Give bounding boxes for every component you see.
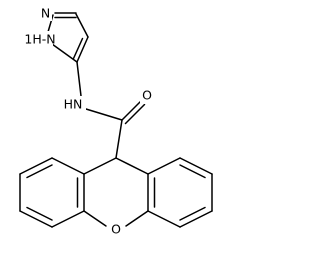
- bond: [26, 164, 53, 179]
- atom-label-xanthene-o: O: [111, 222, 121, 237]
- bond: [115, 157, 149, 175]
- bond: [121, 100, 142, 121]
- bond: [147, 210, 181, 228]
- bond: [51, 157, 85, 175]
- atom-label-carbonyl-o: O: [142, 88, 152, 103]
- bond: [115, 119, 123, 159]
- bond: [124, 103, 146, 125]
- right-benzene-ring: [147, 157, 213, 228]
- bond: [72, 37, 84, 60]
- bond: [75, 13, 89, 38]
- atom-label-amide-nh: HN: [64, 97, 83, 112]
- bond: [26, 206, 53, 221]
- bond: [76, 61, 82, 97]
- bond: [179, 210, 213, 228]
- bond: [85, 108, 123, 121]
- bond: [76, 36, 89, 63]
- xanthene-central-ring: [83, 157, 149, 227]
- triazole-ring: [47, 12, 89, 63]
- atom-label-ring-nh: 1H-N: [24, 32, 55, 47]
- atom-labels: N 1H-N HN O O: [24, 5, 154, 237]
- bond: [19, 210, 53, 228]
- atom-label-ring-n: N: [41, 6, 50, 21]
- bond: [19, 157, 53, 175]
- bond: [179, 164, 206, 179]
- bond: [51, 210, 85, 228]
- amide-linker: [76, 61, 146, 159]
- chemical-structure-diagram: N 1H-N HN O O: [19, 5, 213, 237]
- bond: [83, 210, 107, 227]
- bond: [51, 43, 78, 63]
- bond: [47, 14, 54, 33]
- bond: [179, 157, 213, 175]
- bond: [125, 210, 149, 227]
- bond: [83, 157, 117, 175]
- bond: [147, 157, 181, 175]
- bond: [179, 206, 206, 221]
- left-benzene-ring: [19, 157, 85, 228]
